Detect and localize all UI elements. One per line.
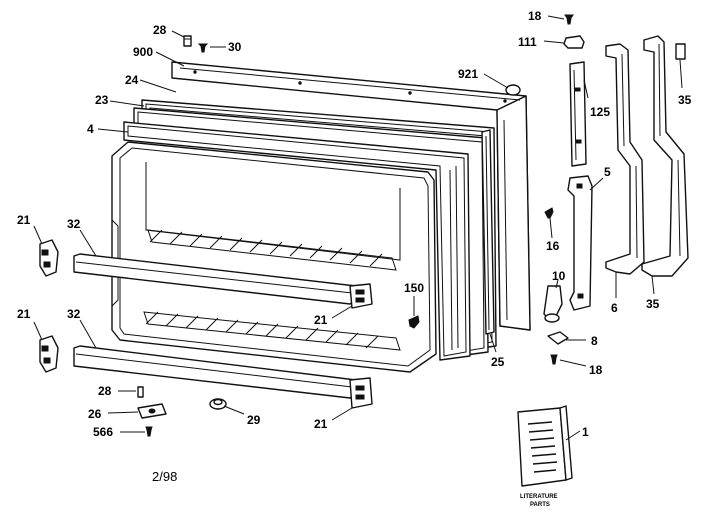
- part-8: [547, 331, 569, 345]
- callout-29: 29: [247, 413, 261, 427]
- callout-35-bottom: 35: [646, 297, 660, 311]
- callout-26: 26: [88, 407, 102, 421]
- callout-28-bottom: 28: [98, 384, 112, 398]
- lower-shelf-ribs: [145, 311, 379, 349]
- handle-35: [641, 35, 689, 277]
- shelf-end-cap-lower-right: [349, 377, 373, 409]
- handle-6: [605, 43, 645, 275]
- screw-16: [544, 207, 554, 219]
- shelf-end-cap-upper-right: [349, 283, 373, 309]
- callout-25: 25: [491, 355, 505, 369]
- callout-28-top: 28: [153, 23, 167, 37]
- outer-door-panel: [171, 61, 531, 331]
- screw-18-top: [564, 14, 574, 25]
- callout-150: 150: [404, 281, 424, 295]
- gasket-strip-25: [481, 129, 495, 335]
- callout-21-upper-right: 21: [314, 313, 328, 327]
- callout-32-upper: 32: [67, 217, 81, 231]
- shelf-end-cap-lower-left: [39, 335, 59, 373]
- screw-28-bottom: [137, 386, 144, 398]
- plug-921: [505, 84, 521, 96]
- callout-21-upper-left: 21: [17, 213, 31, 227]
- callout-6: 6: [611, 301, 618, 315]
- screw-30: [197, 43, 209, 53]
- callout-16: 16: [546, 239, 560, 253]
- shelf-end-cap-upper-left: [39, 239, 59, 277]
- callout-900: 900: [133, 45, 153, 59]
- callout-21-lower-left: 21: [17, 307, 31, 321]
- callout-566: 566: [93, 425, 113, 439]
- screw-150: [408, 315, 420, 329]
- bracket-26: [137, 403, 167, 419]
- bushing-29: [209, 398, 227, 410]
- end-cap-35-top: [675, 43, 686, 60]
- callout-1: 1: [582, 425, 589, 439]
- callout-labels: 28 30 900 24 23 4 921 18 111 125 35 5 16…: [17, 9, 692, 439]
- callout-18-top: 18: [528, 9, 542, 23]
- callout-5: 5: [604, 165, 611, 179]
- hinge-plate-125: [569, 61, 587, 167]
- callout-921: 921: [458, 67, 478, 81]
- callout-125: 125: [590, 105, 610, 119]
- callout-4: 4: [87, 122, 94, 136]
- leader-lines: [33, 15, 683, 441]
- door-liner: [123, 121, 471, 361]
- callout-111: 111: [518, 35, 537, 49]
- hinge-bracket-111: [563, 35, 585, 49]
- literature-label-line2: PARTS: [530, 502, 550, 508]
- callout-30: 30: [228, 40, 242, 54]
- callout-10: 10: [552, 269, 566, 283]
- inner-door-tub: [111, 141, 437, 373]
- callout-32-lower: 32: [67, 307, 81, 321]
- callout-35-top: 35: [678, 93, 692, 107]
- date-code: 2/98: [152, 469, 177, 484]
- screw-18-bottom: [550, 354, 558, 365]
- callout-8: 8: [591, 334, 598, 348]
- screw-28-top: [183, 35, 192, 47]
- literature-booklet: LITERATURE PARTS: [517, 405, 573, 508]
- literature-label-line1: LITERATURE: [520, 494, 558, 500]
- upper-shelf-ribs: [149, 229, 383, 267]
- callout-23: 23: [95, 93, 109, 107]
- callout-24: 24: [125, 73, 139, 87]
- screw-566: [145, 426, 153, 437]
- callout-18-bottom: 18: [589, 363, 603, 377]
- hinge-bracket-5: [567, 175, 593, 311]
- cam-10: [543, 285, 563, 323]
- callout-21-lower-right: 21: [314, 417, 328, 431]
